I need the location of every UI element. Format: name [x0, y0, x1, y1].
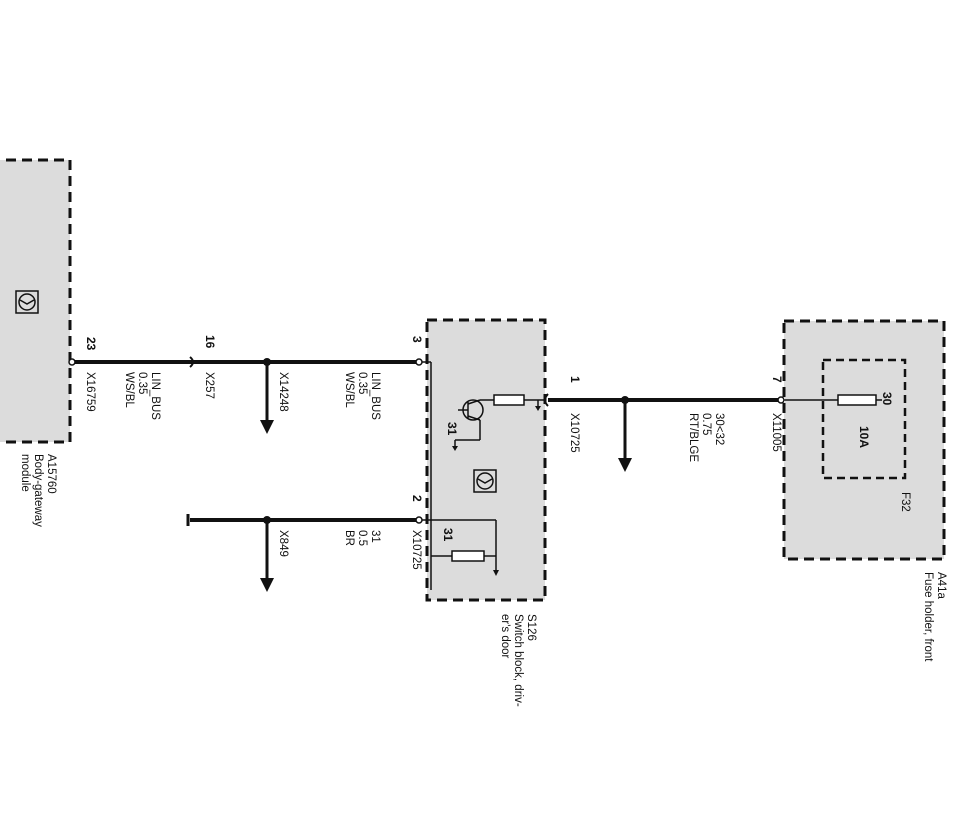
- fuse-icon: [837, 394, 877, 406]
- wire-color-2: WS/BL: [343, 372, 355, 408]
- fuse-terminal-30: 30: [880, 392, 894, 406]
- fuse-holder: 30 10A F32 A41a Fuse holder, front: [782, 319, 947, 662]
- fuse-holder-name: Fuse holder, front: [922, 572, 934, 662]
- lin-bus-wire: 23 X16759 LIN_BUS 0.35 WS/BL 16 X257 X14…: [68, 335, 424, 434]
- connector-x10725-lower: X10725: [410, 530, 422, 570]
- fuse-holder-id: A41a: [935, 572, 947, 599]
- body-gateway-name: Body-gateway: [32, 454, 44, 527]
- connector-x11005: X11005: [770, 413, 782, 452]
- resistor-icon: [451, 550, 485, 562]
- supply-size: 0.75: [700, 413, 712, 435]
- ground-arrow-icon: [260, 578, 274, 592]
- splice-x14248: X14248: [277, 372, 289, 412]
- switch-block-id: S126: [525, 614, 537, 641]
- ground-31-lower: 31: [441, 528, 455, 542]
- wire-size-2: 0.35: [356, 372, 368, 394]
- transistor-icon: [458, 399, 484, 421]
- switch-block-name: Switch block, driv-: [512, 614, 524, 707]
- fuse-id: F32: [899, 492, 911, 512]
- ground-size: 0.5: [356, 530, 368, 546]
- supply-signal: 30<32: [713, 413, 725, 445]
- wire-signal: LIN_BUS: [149, 372, 161, 420]
- pin-7: 7: [770, 376, 784, 383]
- connector-x16759: X16759: [84, 372, 96, 412]
- wire-signal-2: LIN_BUS: [369, 372, 381, 420]
- fuse-rating: 10A: [857, 426, 871, 448]
- splice-arrow-icon: [618, 458, 632, 472]
- ground-x849: X849: [277, 530, 289, 557]
- ground-31-upper: 31: [445, 422, 459, 436]
- connector-x10725-upper: X10725: [568, 413, 580, 453]
- supply-wire: 1 X10725 30<32 0.75 RT/BLGE 7 X11005: [544, 376, 785, 472]
- body-gateway-name-2: module: [19, 454, 31, 492]
- pin-2: 2: [410, 495, 424, 502]
- supply-color: RT/BLGE: [687, 413, 699, 462]
- wire-size: 0.35: [136, 372, 148, 394]
- ground-wire: X849 31 0.5 BR 2 X10725: [186, 495, 424, 592]
- resistor-icon: [493, 394, 525, 406]
- module-control-unit-icon: [15, 290, 39, 314]
- body-gateway-module: A15760 Body-gateway module: [0, 158, 72, 527]
- pin-1: 1: [568, 376, 582, 383]
- pin-23: 23: [84, 337, 98, 351]
- pin-3: 3: [410, 336, 424, 343]
- splice-arrow-icon: [260, 420, 274, 434]
- switch-block-name-2: er's door: [499, 614, 511, 659]
- body-gateway-id: A15760: [45, 454, 57, 494]
- pin-16: 16: [203, 335, 217, 349]
- ground-color: BR: [343, 530, 355, 546]
- wire-color: WS/BL: [123, 372, 135, 408]
- switch-control-unit-icon: [473, 469, 497, 493]
- connector-x257: X257: [203, 372, 215, 399]
- switch-block: 31 31 S126 Switch block, driv- er's door: [422, 318, 547, 707]
- ground-signal: 31: [369, 530, 381, 543]
